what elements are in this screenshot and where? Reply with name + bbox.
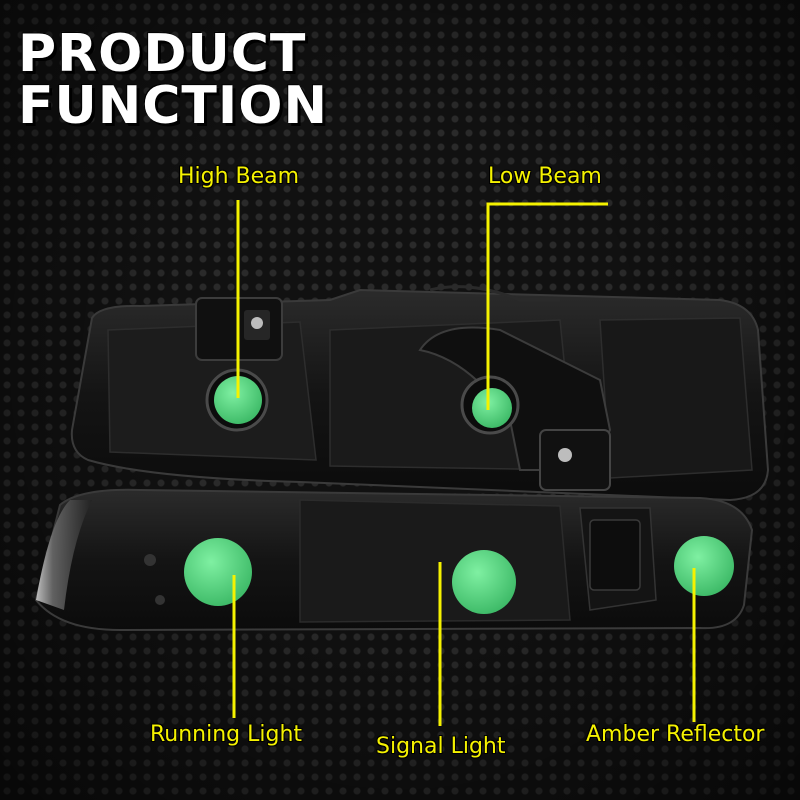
upper-headlight-housing — [70, 285, 770, 502]
high-beam-label: High Beam — [178, 164, 300, 189]
low-beam-label: Low Beam — [488, 164, 602, 189]
running-light-bulb-marker — [184, 538, 252, 606]
high-beam-bulb-marker — [214, 376, 262, 424]
lower-bumper-light-housing — [34, 488, 754, 632]
low-beam-bulb-marker — [472, 388, 512, 428]
amber-reflector-bulb-marker — [674, 536, 734, 596]
title-line-1: PRODUCT — [18, 24, 307, 84]
page-title: PRODUCT FUNCTION — [18, 28, 328, 132]
amber-reflector-label: Amber Reflector — [586, 722, 765, 747]
low-beam-leader-line — [486, 202, 608, 410]
running-light-label: Running Light — [150, 722, 303, 747]
title-line-2: FUNCTION — [18, 76, 328, 136]
signal-light-bulb-marker — [452, 550, 516, 614]
signal-light-label: Signal Light — [376, 734, 506, 759]
